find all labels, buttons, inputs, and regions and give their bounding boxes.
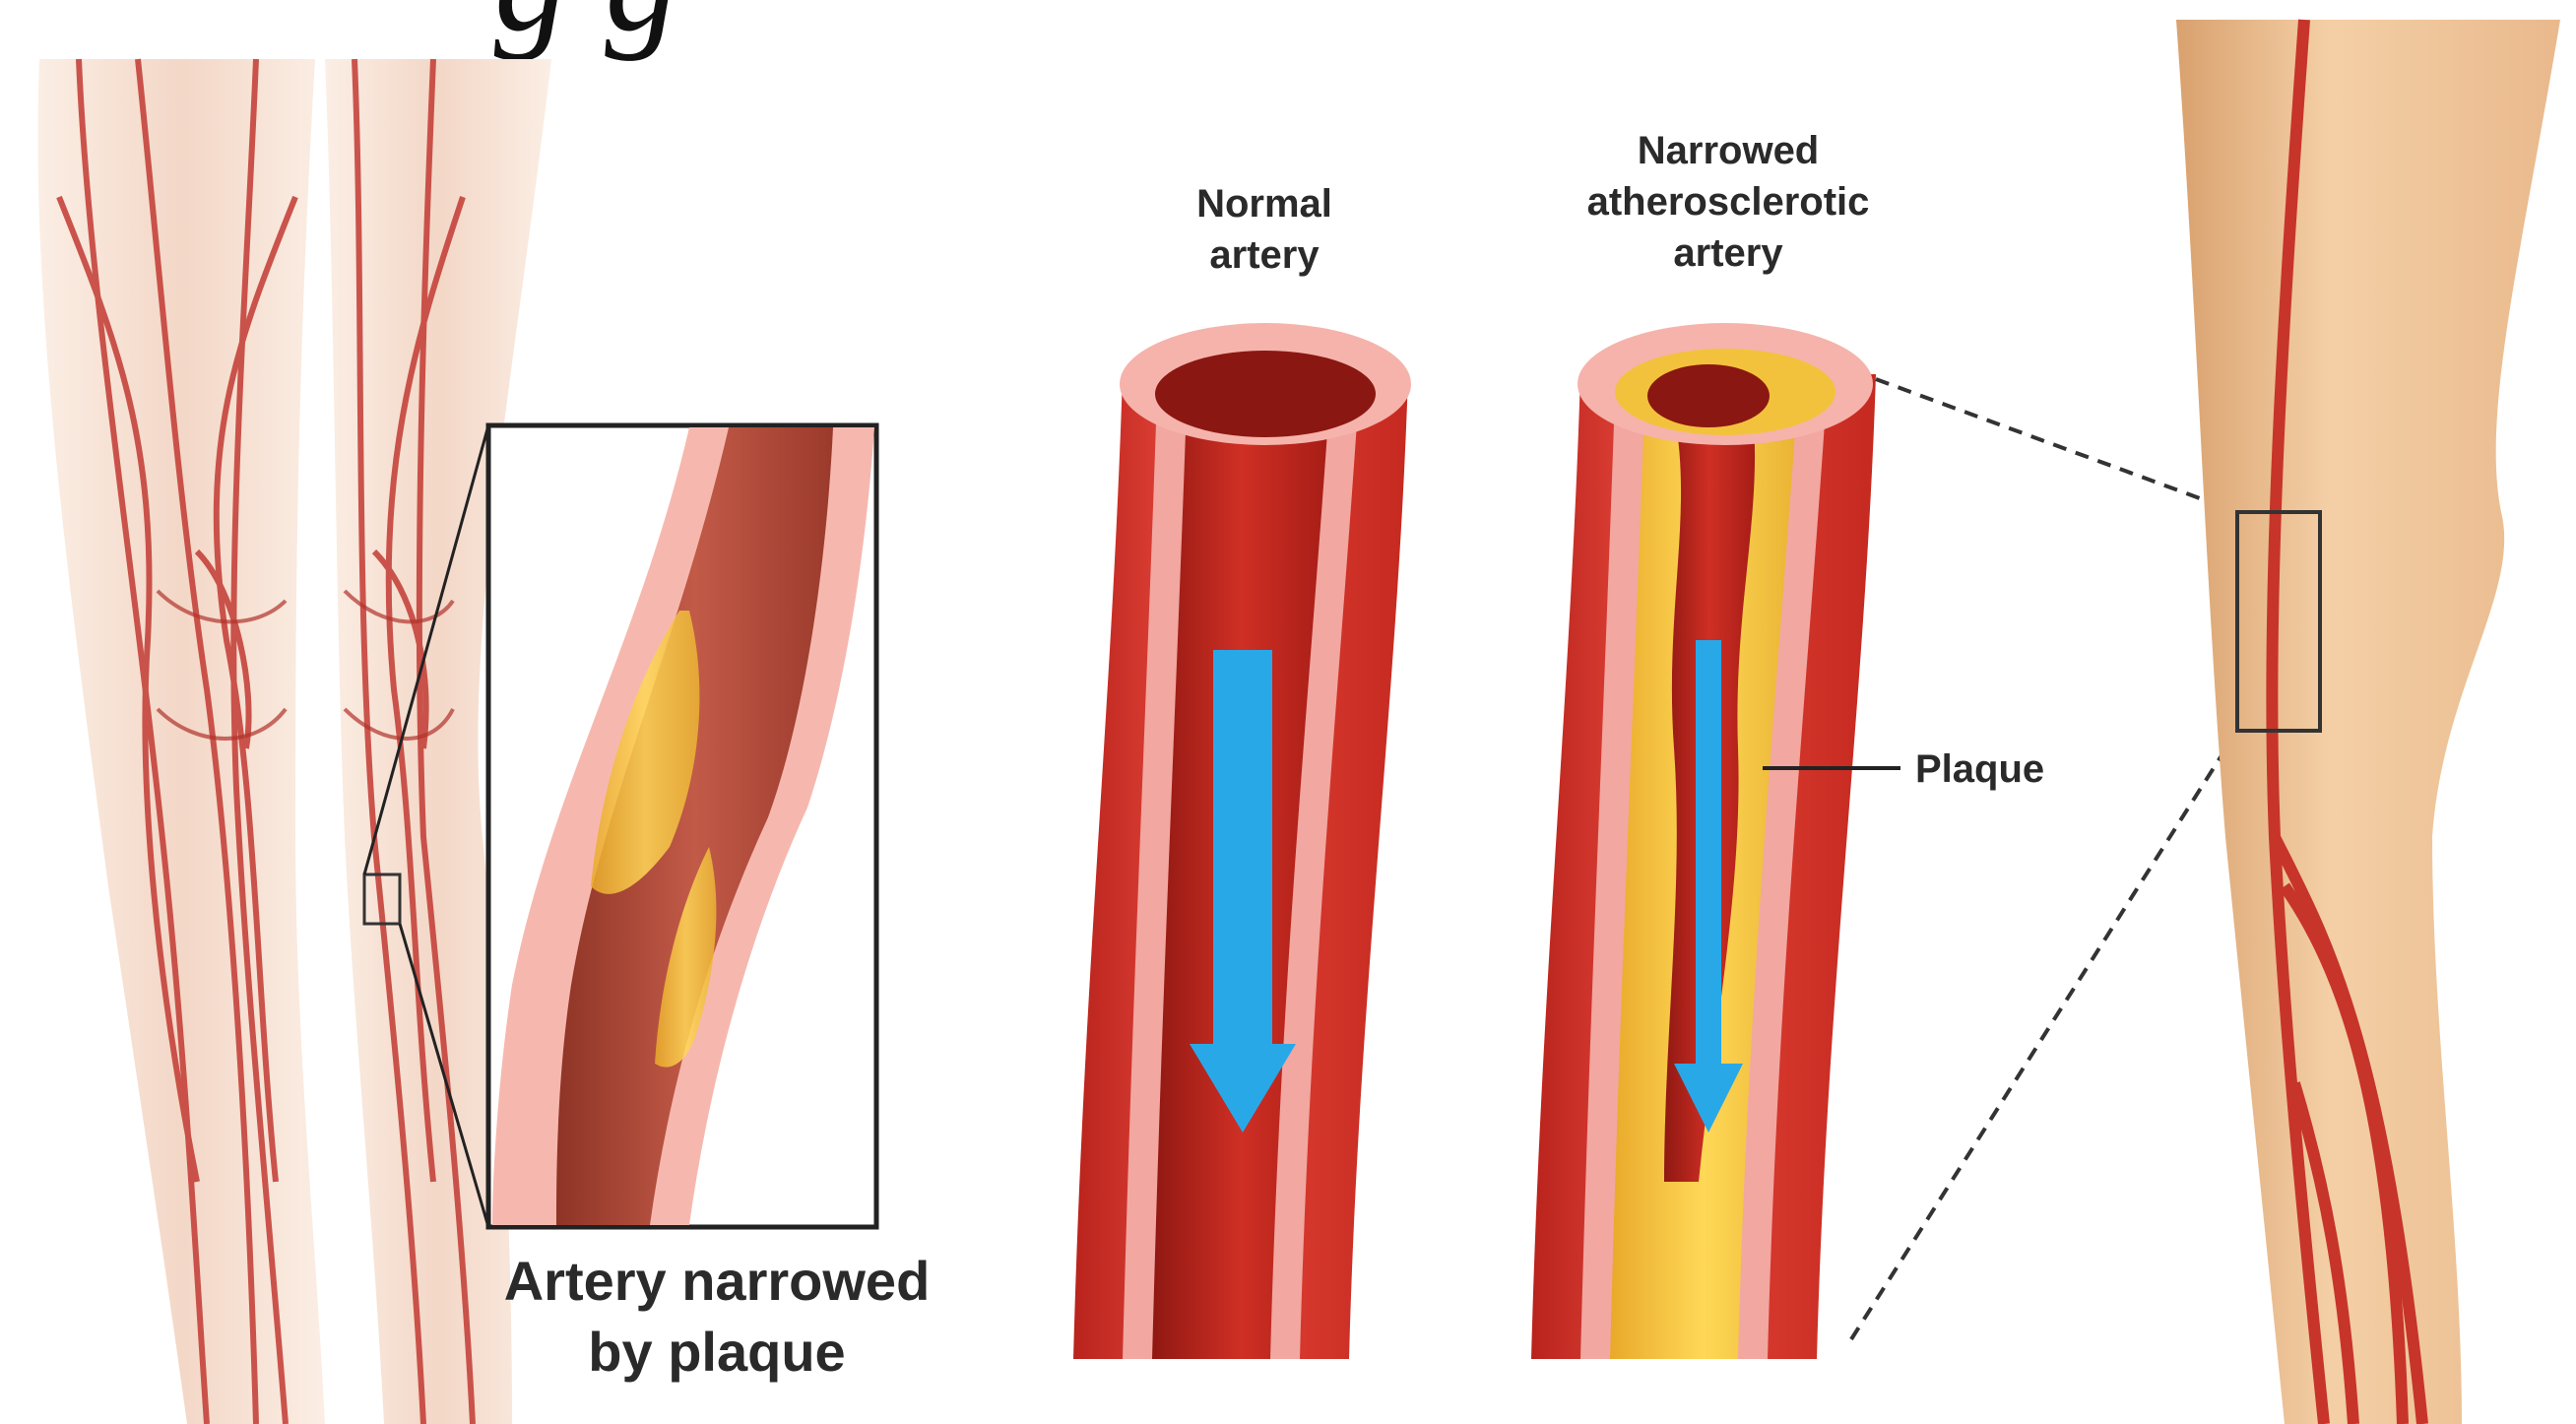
narrowed-label-line2: atherosclerotic bbox=[1587, 180, 1870, 224]
normal-label-line1: Normal bbox=[1196, 182, 1332, 226]
cropped-heading-fragment: — — g g — bbox=[156, 0, 849, 62]
inset-caption-line2: by plaque bbox=[588, 1321, 845, 1383]
narrowed-artery: Narrowed atherosclerotic artery Plaque bbox=[1531, 129, 2237, 1359]
normal-artery: Normal artery bbox=[1073, 182, 1411, 1359]
normal-label-line2: artery bbox=[1209, 233, 1320, 277]
plaque-label: Plaque bbox=[1915, 747, 2044, 791]
inset-caption-line1: Artery narrowed bbox=[504, 1250, 931, 1312]
svg-text:— — g g —: — — g g — bbox=[156, 0, 849, 62]
narrowed-label-line1: Narrowed bbox=[1638, 129, 1820, 172]
inset-magnified-artery: Artery narrowed by plaque bbox=[488, 425, 930, 1383]
right-leg-illustration bbox=[2176, 20, 2560, 1424]
narrowed-label-line3: artery bbox=[1673, 231, 1783, 275]
legs-illustration bbox=[37, 59, 551, 1424]
